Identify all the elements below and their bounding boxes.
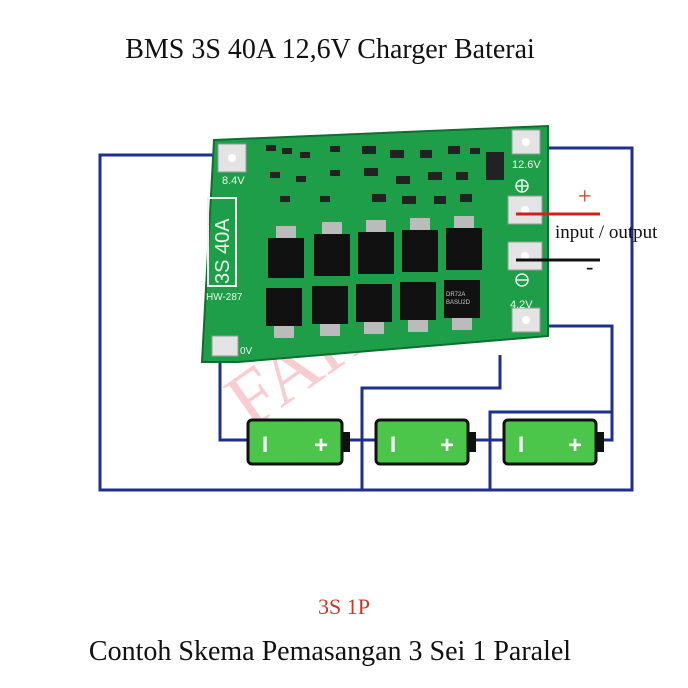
mosfet-marking-1: DR72A: [446, 292, 465, 298]
mosfet-row-bottom: [266, 280, 480, 338]
board-code: HW-287: [206, 292, 243, 303]
wire-battery1-to-mid: [350, 355, 502, 442]
mosfet-marking-2: BASU2D: [446, 300, 471, 306]
mosfet-row-top: [268, 216, 482, 278]
battery-2-pos: +: [440, 432, 454, 459]
diagram-caption: Contoh Skema Pemasangan 3 Sei 1 Paralel: [88, 636, 572, 667]
wires: [98, 146, 634, 492]
wire-8-4v-to-bottom: [98, 146, 634, 492]
wire-battery2-to-4-2v: [476, 324, 614, 442]
battery-3-pos: +: [568, 432, 582, 459]
diagram-title: BMS 3S 40A 12,6V Charger Baterai: [125, 34, 535, 65]
pad-label-12-6v: 12.6V: [512, 159, 541, 171]
polarity-symbols: [515, 179, 529, 287]
output-minus-sign: -: [586, 254, 594, 279]
battery-1-neg: I: [262, 432, 268, 457]
battery-2: I +: [374, 418, 476, 466]
io-label: input / output: [555, 222, 658, 243]
output-plus-sign: +: [578, 184, 592, 210]
pads: [211, 129, 543, 357]
model-label: 3S 40A: [212, 218, 234, 284]
smd-components: [266, 145, 504, 204]
pad-label-8-4v: 8.4V: [222, 175, 245, 187]
bms-pcb: 3S 40A HW-287 DR72A BASU2D: [200, 124, 549, 363]
pad-label-0v: 0V: [240, 346, 253, 357]
pad-label-4-2v: 4.2V: [510, 299, 533, 311]
battery-1-pos: +: [314, 432, 328, 459]
battery-3: I +: [502, 418, 604, 466]
model-label-box: 3S 40A: [207, 197, 237, 287]
configuration-label: 3S 1P: [318, 594, 370, 619]
battery-1: I +: [246, 418, 350, 466]
battery-3-neg: I: [518, 432, 524, 457]
battery-2-neg: I: [390, 432, 396, 457]
